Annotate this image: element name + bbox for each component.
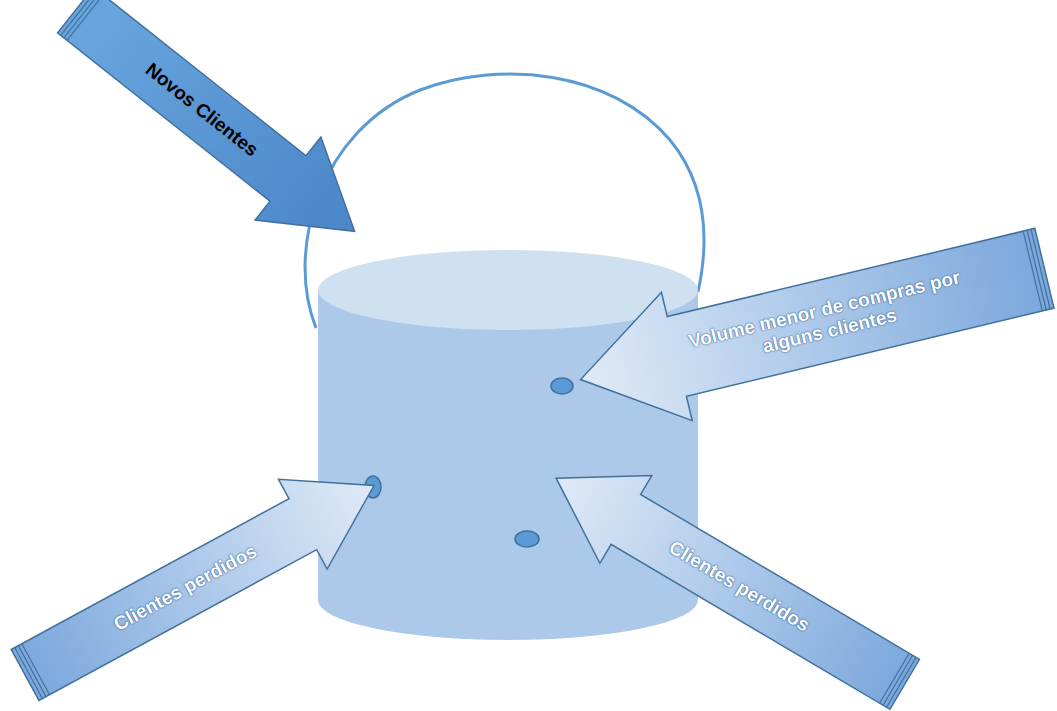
arrow-shape: Clientes perdidos — [529, 433, 931, 711]
arrow-tail-stripe — [880, 653, 910, 703]
arrow-body — [1, 441, 399, 711]
arrow-shape: Novos Clientes — [42, 0, 389, 274]
arrow-tail-stripe — [887, 657, 917, 707]
bucket-hole — [551, 378, 573, 394]
arrow-label: Clientes perdidos — [579, 476, 899, 697]
arrow-label: Novos Clientes — [71, 0, 331, 221]
arrow-tail-stripe — [60, 0, 96, 35]
arrow-label: Volume menor de compras por alguns clien… — [677, 247, 978, 394]
arrow-shape: Clientes perdidos — [0, 439, 399, 711]
arrow-tail-stripe — [67, 0, 103, 40]
arrow-tail-stripe — [883, 655, 913, 705]
arrow-tail-stripe — [1023, 231, 1042, 311]
arrow-outline — [42, 0, 389, 274]
arrow-tail-stripe — [18, 646, 46, 697]
arrow-body — [565, 204, 1057, 444]
arrow-tail-stripe — [1027, 230, 1046, 310]
arrow-tail-stripe — [22, 644, 50, 695]
arrow-body — [530, 434, 931, 711]
arrow-shape: Volume menor de compras por alguns clien… — [564, 203, 1057, 445]
arrow-tail-stripe — [1031, 229, 1050, 309]
bucket-hole — [515, 531, 539, 547]
arrow-label: Clientes perdidos — [27, 484, 344, 692]
arrow-body — [42, 0, 387, 273]
